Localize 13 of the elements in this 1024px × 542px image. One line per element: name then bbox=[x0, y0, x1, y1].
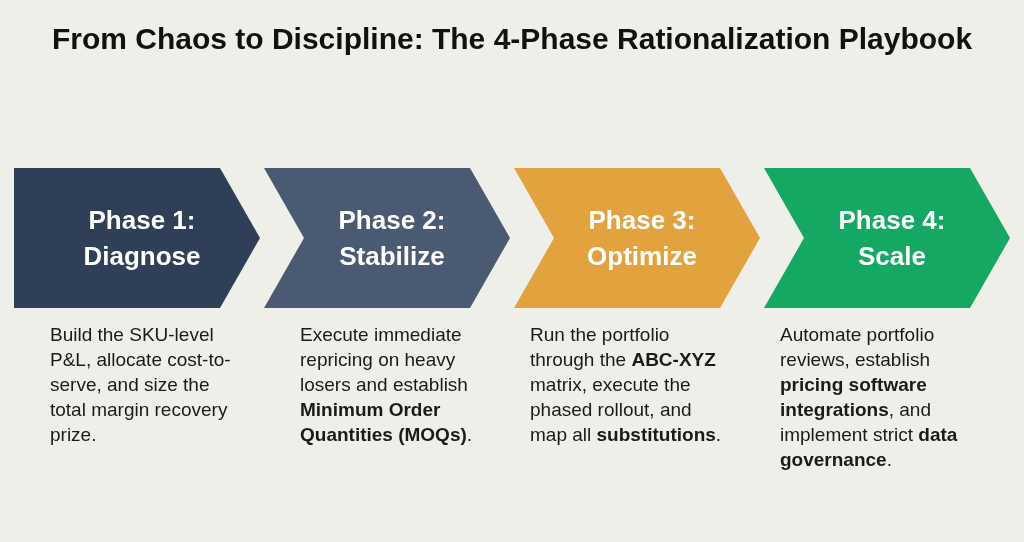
phase-description: Run the portfolio through the ABC-XYZ matrix, execute the phased rollout, and map all substitutions. bbox=[530, 323, 723, 447]
process-step bbox=[764, 168, 1010, 308]
process-step bbox=[264, 168, 510, 308]
title: From Chaos to Discipline: The 4-Phase Rationalization Playbook bbox=[50, 22, 974, 56]
phase-description: Execute immediate repricing on heavy losers and establish Minimum Order Quantities (MOQs). bbox=[300, 323, 474, 447]
phase-title: Phase 1: Diagnose bbox=[82, 204, 202, 273]
phase-title: Phase 3: Optimize bbox=[586, 204, 698, 273]
process-step bbox=[514, 168, 760, 308]
phase-title: Phase 2: Stabilize bbox=[337, 204, 447, 273]
phase-title: Phase 4: Scale bbox=[837, 204, 947, 273]
process-step bbox=[14, 168, 260, 308]
phase-description: Build the SKU-level P&L, allocate cost-to-serve, and size the total margin recovery prize. bbox=[50, 323, 232, 447]
phase-description: Automate portfolio reviews, establish pricing software integrations, and implement strict data governance. bbox=[780, 323, 959, 472]
